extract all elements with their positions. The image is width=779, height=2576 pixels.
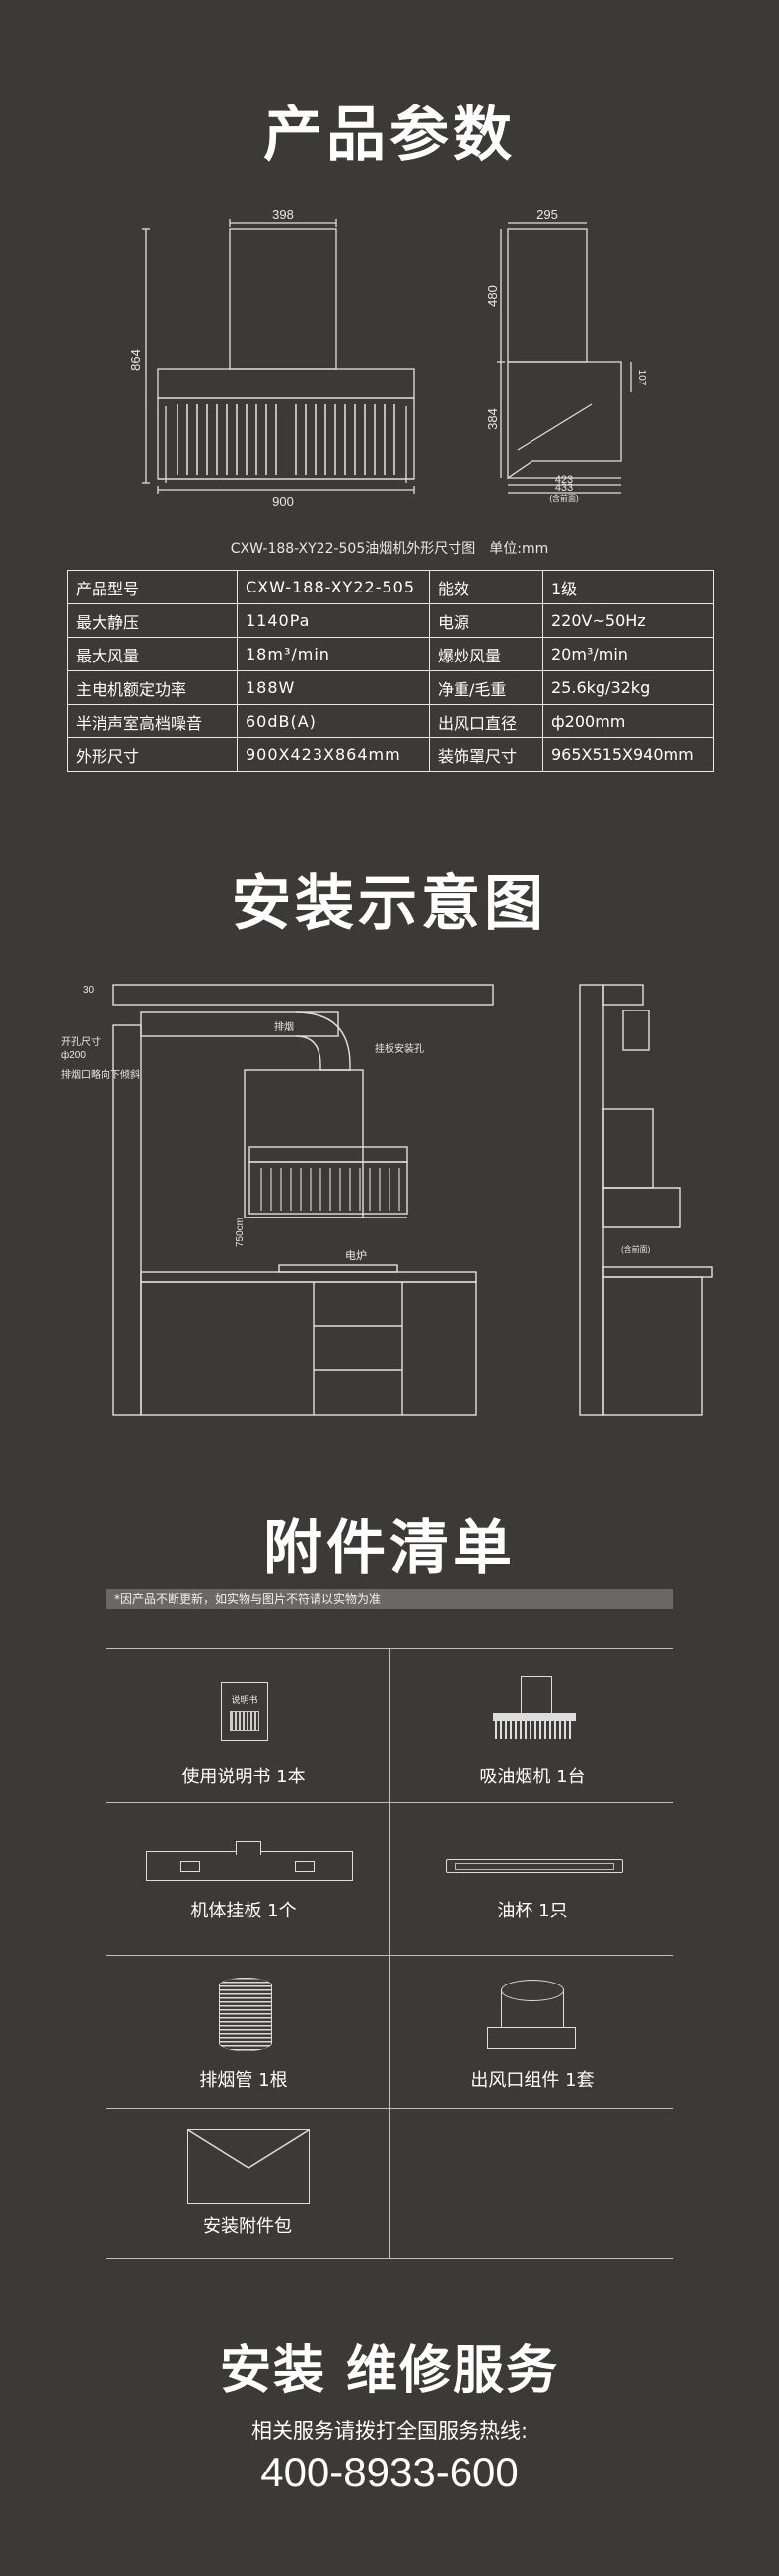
spec-label: 主电机额定功率 xyxy=(67,670,238,705)
hotline-number: 400-8933-600 xyxy=(260,2449,519,2495)
install-diagram: 30 开孔尺寸 ф200 排烟口略向下倾斜 排烟 挂板安装孔 750cm 电炉 … xyxy=(61,984,713,1416)
label-hook: 挂板安装孔 xyxy=(375,1042,424,1055)
spec-label: 出风口直径 xyxy=(429,704,543,738)
spec-table: 产品型号 CXW-188-XY22-505 能效 1级 最大静压 1140Pa … xyxy=(67,570,714,772)
dim-900: 900 xyxy=(272,494,294,509)
spec-value: 60dB(A) xyxy=(237,704,430,738)
spec-row: 最大静压 1140Pa 电源 220V~50Hz xyxy=(67,603,714,638)
spec-value: CXW-188-XY22-505 xyxy=(237,570,430,604)
spec-row: 最大风量 18m³/min 爆炒风量 20m³/min xyxy=(67,637,714,671)
spec-label: 最大静压 xyxy=(67,603,238,638)
spec-row: 主电机额定功率 188W 净重/毛重 25.6kg/32kg xyxy=(67,670,714,705)
label-30: 30 xyxy=(83,985,95,996)
dim-384: 384 xyxy=(485,408,500,430)
dim-295: 295 xyxy=(536,207,558,222)
envelope-icon xyxy=(187,2129,310,2204)
bracket-icon xyxy=(146,1841,353,1881)
spec-value: ф200mm xyxy=(542,704,714,738)
hotline-label: 相关服务请拨打全国服务热线: xyxy=(250,2419,529,2443)
spec-label: 装饰罩尺寸 xyxy=(429,737,543,772)
exhaust-pipe-icon xyxy=(219,1978,272,2051)
dim-433: 433 xyxy=(555,482,573,494)
label-pipe: 排烟 xyxy=(274,1020,294,1033)
disclaimer-bar: *因产品不断更新，如实物与图片不符请以实物为准 xyxy=(106,1589,673,1609)
manual-icon: 说明书 xyxy=(221,1682,268,1741)
spec-value: 20m³/min xyxy=(542,637,714,671)
spec-label: 净重/毛重 xyxy=(429,670,543,705)
spec-label: 产品型号 xyxy=(67,570,238,604)
service-title: 安装 维修服务 xyxy=(219,2341,560,2401)
label-stove: 电炉 xyxy=(345,1249,367,1262)
spec-row: 半消声室高档噪音 60dB(A) 出风口直径 ф200mm xyxy=(67,704,714,738)
accessories-title: 附件清单 xyxy=(263,1514,516,1583)
spec-value: 220V~50Hz xyxy=(542,603,714,638)
range-hood-icon xyxy=(493,1676,578,1740)
manual-cover-label: 说明书 xyxy=(231,1696,258,1706)
spec-value: 900X423X864mm xyxy=(237,737,430,772)
spec-row: 产品型号 CXW-188-XY22-505 能效 1级 xyxy=(67,570,714,604)
spec-label: 电源 xyxy=(429,603,543,638)
label-side-note: (含前面) xyxy=(621,1244,651,1254)
dim-480: 480 xyxy=(485,285,500,307)
drawing-caption: CXW-188-XY22-505油烟机外形尺寸图 单位:mm xyxy=(230,541,549,557)
spec-label: 外形尺寸 xyxy=(67,737,238,772)
label-height: 750cm xyxy=(235,1218,246,1247)
oil-cup-icon xyxy=(446,1859,623,1873)
spec-label: 能效 xyxy=(429,570,543,604)
accessory-item-oil-cup: 油杯 1只 xyxy=(497,1901,568,1921)
spec-value: 965X515X940mm xyxy=(542,737,714,772)
outlet-icon xyxy=(487,1980,578,2051)
accessory-item-bracket: 机体挂板 1个 xyxy=(190,1901,297,1921)
label-paiyan: 排烟口略向下倾斜 xyxy=(61,1068,140,1080)
spec-label: 半消声室高档噪音 xyxy=(67,704,238,738)
spec-value: 1级 xyxy=(542,570,714,604)
accessory-item-kit: 安装附件包 xyxy=(203,2216,292,2237)
dim-note: (含前面) xyxy=(549,493,579,503)
dim-398: 398 xyxy=(272,207,294,222)
divider xyxy=(106,2258,673,2259)
spec-value: 1140Pa xyxy=(237,603,430,638)
spec-value: 188W xyxy=(237,670,430,705)
spec-row: 外形尺寸 900X423X864mm 装饰罩尺寸 965X515X940mm xyxy=(67,737,714,772)
accessory-item-pipe: 排烟管 1根 xyxy=(199,2070,288,2091)
label-200: ф200 xyxy=(61,1049,86,1061)
spec-value: 18m³/min xyxy=(237,637,430,671)
params-title: 产品参数 xyxy=(263,101,516,170)
accessory-item-outlet: 出风口组件 1套 xyxy=(470,2070,595,2091)
label-kaikong: 开孔尺寸 xyxy=(61,1035,101,1048)
spec-value: 25.6kg/32kg xyxy=(542,670,714,705)
accessory-item-manual: 使用说明书 1本 xyxy=(181,1767,306,1787)
install-title: 安装示意图 xyxy=(232,870,547,939)
accessory-item-hood: 吸油烟机 1台 xyxy=(479,1767,586,1787)
dim-423: 423 xyxy=(555,474,573,486)
dimension-drawing: 398 900 295 423 433 (含前面) 864 480 384 10… xyxy=(128,207,647,509)
dim-864: 864 xyxy=(128,349,143,371)
spec-label: 最大风量 xyxy=(67,637,238,671)
dim-107: 107 xyxy=(636,370,647,386)
spec-label: 爆炒风量 xyxy=(429,637,543,671)
